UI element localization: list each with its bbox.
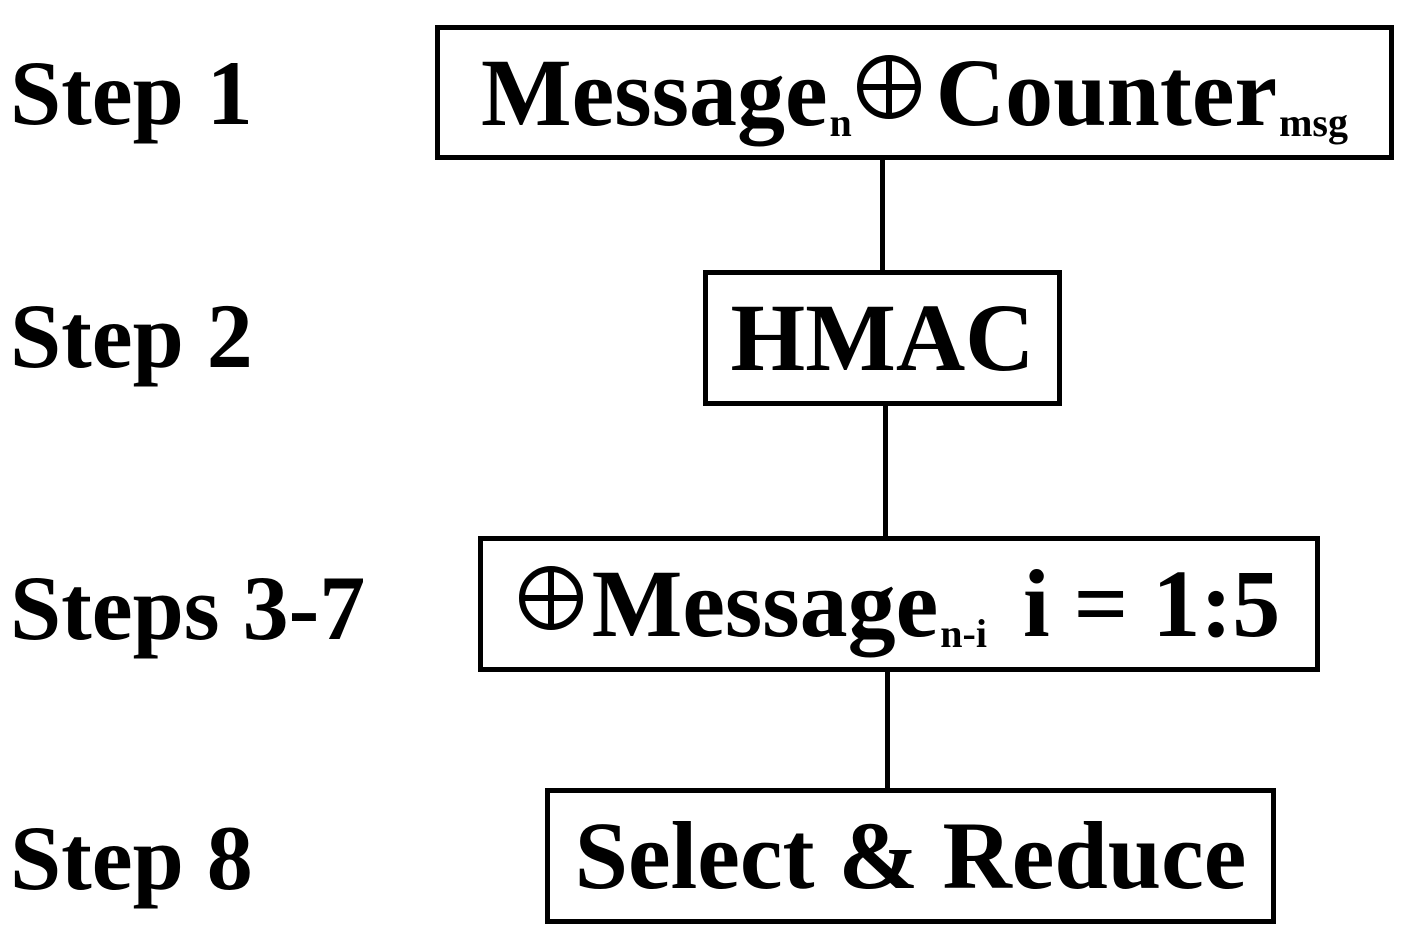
steps-3-7-label: Steps 3-7 xyxy=(10,557,366,659)
step-2-label: Step 2 xyxy=(10,285,253,387)
message-subscript: n-i xyxy=(940,611,987,656)
box-hmac: HMAC xyxy=(703,270,1062,406)
message-text: Message xyxy=(591,550,939,657)
connector-1-2 xyxy=(880,158,885,272)
circled-plus-icon xyxy=(518,565,584,631)
message-subscript: n xyxy=(829,99,852,145)
hmac-text: HMAC xyxy=(730,284,1035,391)
step-1-label: Step 1 xyxy=(10,42,253,144)
counter-text: Counter xyxy=(935,38,1278,146)
message-text: Message xyxy=(481,38,828,146)
step-8-label: Step 8 xyxy=(10,807,253,909)
range-text: i = 1:5 xyxy=(1022,550,1281,657)
counter-subscript: msg xyxy=(1279,99,1348,145)
connector-2-3 xyxy=(883,404,888,538)
connector-3-8 xyxy=(885,670,890,790)
circled-plus-icon xyxy=(856,54,922,120)
box-select-reduce: Select & Reduce xyxy=(545,788,1276,924)
select-reduce-text: Select & Reduce xyxy=(574,802,1247,909)
